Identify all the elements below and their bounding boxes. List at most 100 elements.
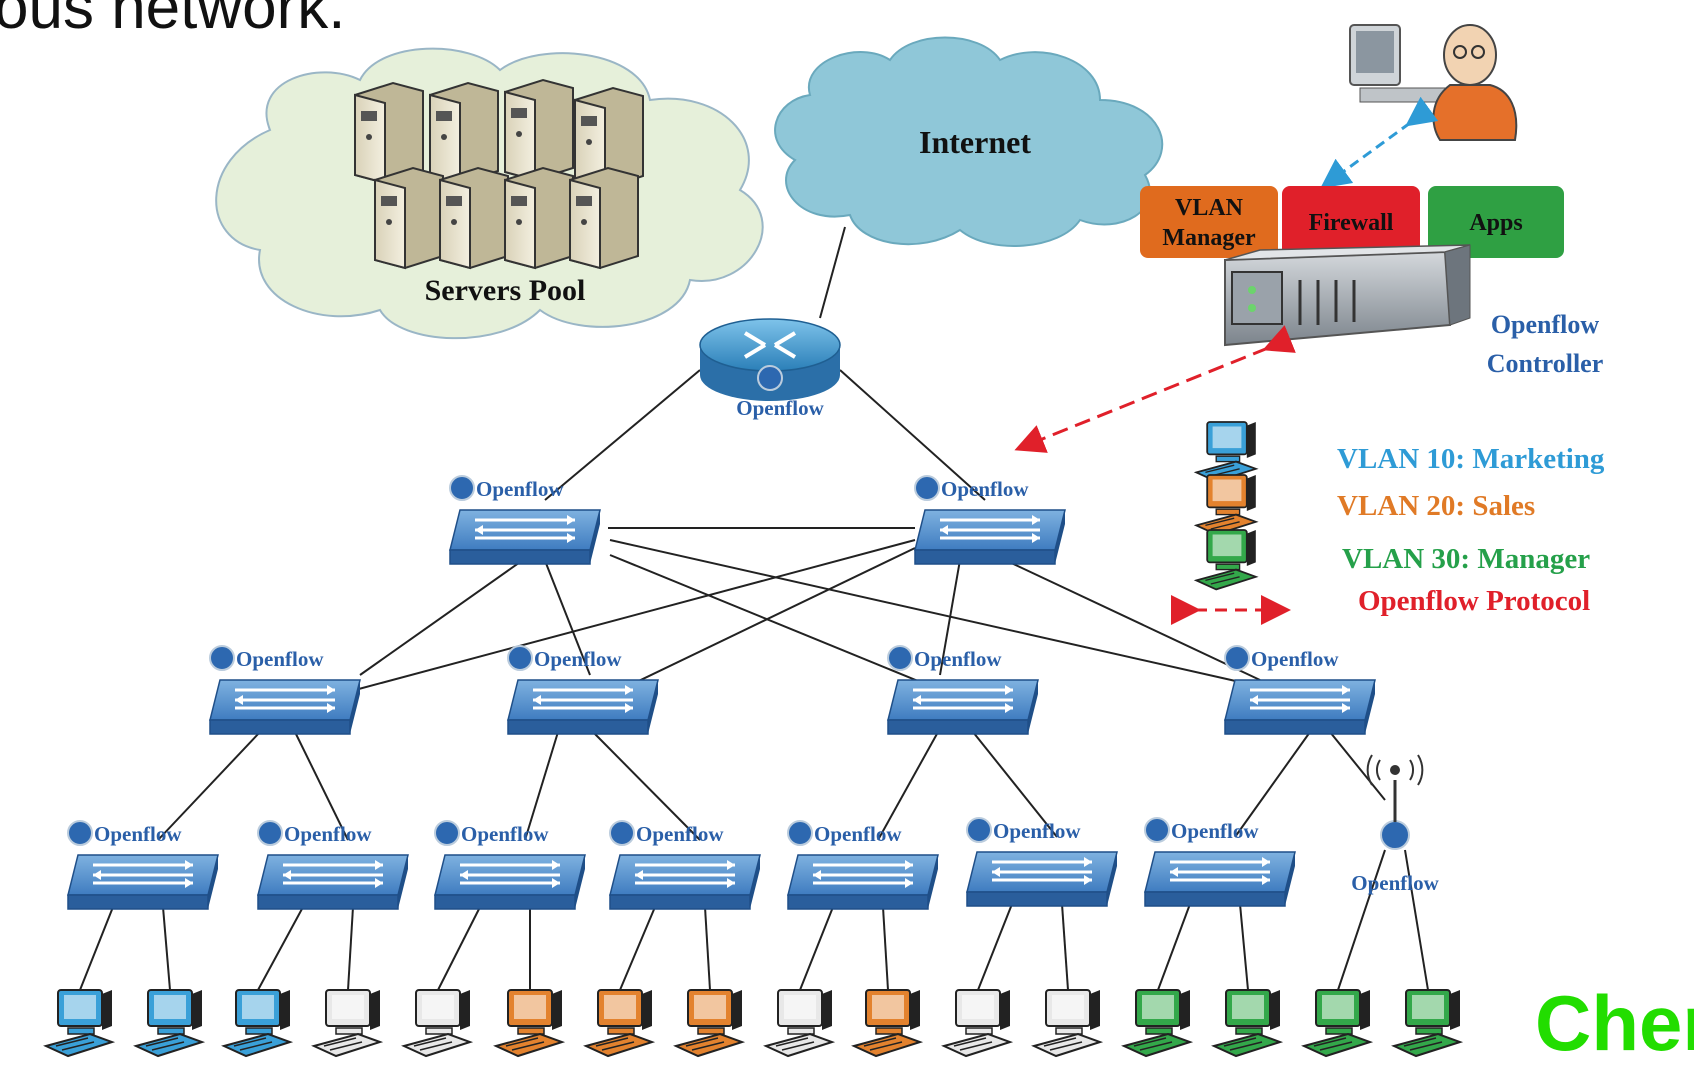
openflow-switch: Openflow	[434, 820, 586, 910]
pc-icon	[43, 989, 116, 1058]
switch-openflow-label: Openflow	[636, 822, 724, 846]
vlan-manager-module: VLAN Manager	[1140, 186, 1278, 258]
openflow-logo-icon	[966, 817, 992, 843]
controller-label-line2: Controller	[1487, 349, 1604, 378]
openflow-logo-icon	[1380, 820, 1410, 850]
openflow-switch: Openflow	[966, 817, 1118, 907]
server-icon	[374, 166, 444, 270]
firewall-label: Firewall	[1309, 210, 1394, 236]
openflow-logo-icon	[449, 475, 475, 501]
openflow-switch: Openflow	[787, 820, 939, 910]
pc-icon	[311, 989, 384, 1058]
servers-pool-cloud: Servers Pool	[215, 47, 764, 340]
pc-icon	[401, 989, 474, 1058]
router-openflow-label: Openflow	[736, 396, 824, 420]
switch-openflow-label: Openflow	[534, 647, 622, 671]
firewall-module: Firewall	[1282, 186, 1420, 258]
pc-icon	[1031, 989, 1104, 1058]
openflow-logo-icon	[209, 645, 235, 671]
pc-layer	[43, 989, 1464, 1058]
switch-openflow-label: Openflow	[461, 822, 549, 846]
vlan-manager-label-line2: Manager	[1162, 225, 1256, 251]
openflow-switch: Openflow	[257, 820, 409, 910]
pc-icon	[1193, 529, 1259, 591]
openflow-logo-icon	[887, 645, 913, 671]
pc-icon	[1193, 421, 1259, 483]
pc-icon	[1301, 989, 1374, 1058]
administrator-user-icon	[1340, 10, 1520, 141]
openflow-logo-icon	[257, 820, 283, 846]
openflow-switch: Openflow	[449, 475, 601, 565]
legend-pc-icons	[1193, 421, 1259, 591]
pc-icon	[1193, 474, 1259, 536]
pc-icon	[1121, 989, 1194, 1058]
openflow-logo-icon	[1224, 645, 1250, 671]
legend-vlan30-label: VLAN 30: Manager	[1342, 543, 1590, 575]
openflow-logo-icon	[1144, 817, 1170, 843]
pc-icon	[673, 989, 746, 1058]
server-icon	[569, 166, 639, 270]
internet-label: Internet	[919, 124, 1031, 160]
switch-openflow-label: Openflow	[914, 647, 1002, 671]
openflow-switch: Openflow	[914, 475, 1066, 565]
admin-link	[1320, 96, 1439, 189]
ap-openflow-label: Openflow	[1351, 871, 1439, 895]
openflow-router: Openflow	[699, 318, 841, 420]
openflow-switch: Openflow	[1144, 817, 1296, 907]
pc-icon	[851, 989, 924, 1058]
switch-openflow-label: Openflow	[941, 477, 1029, 501]
server-icon	[439, 166, 509, 270]
controller-label-line1: Openflow	[1491, 310, 1600, 339]
switch-openflow-label: Openflow	[284, 822, 372, 846]
pc-icon	[941, 989, 1014, 1058]
openflow-logo-icon	[757, 365, 783, 391]
server-icon	[504, 166, 574, 270]
header-fragment: ous network.	[0, 0, 346, 42]
controller-modules: VLAN Manager Firewall Apps	[1140, 186, 1564, 258]
apps-label: Apps	[1469, 210, 1522, 236]
switch-openflow-label: Openflow	[1171, 819, 1259, 843]
server-icon	[429, 81, 499, 185]
pc-icon	[1211, 989, 1284, 1058]
openflow-protocol-link	[1014, 325, 1296, 453]
openflow-logo-icon	[67, 820, 93, 846]
openflow-logo-icon	[609, 820, 635, 846]
legend: VLAN 10: Marketing VLAN 20: Sales VLAN 3…	[1171, 421, 1605, 625]
vlan-manager-label-line1: VLAN	[1175, 195, 1244, 221]
switch-openflow-label: Openflow	[814, 822, 902, 846]
switch-openflow-label: Openflow	[94, 822, 182, 846]
openflow-switch: Openflow	[209, 645, 361, 735]
corner-text-fragment: Cher	[1535, 979, 1694, 1067]
legend-vlan20-label: VLAN 20: Sales	[1337, 490, 1535, 522]
apps-module: Apps	[1428, 186, 1564, 258]
openflow-logo-icon	[914, 475, 940, 501]
pc-icon	[221, 989, 294, 1058]
internet-cloud: Internet	[774, 36, 1164, 247]
legend-vlan10-label: VLAN 10: Marketing	[1337, 443, 1605, 475]
openflow-switch: Openflow	[609, 820, 761, 910]
pc-icon	[763, 989, 836, 1058]
pc-icon	[1391, 989, 1464, 1058]
server-stack-icons	[354, 78, 644, 270]
openflow-switch: Openflow	[67, 820, 219, 910]
switch-openflow-label: Openflow	[1251, 647, 1339, 671]
pc-icon	[583, 989, 656, 1058]
openflow-logo-icon	[507, 645, 533, 671]
servers-pool-label: Servers Pool	[425, 274, 586, 307]
server-icon	[504, 78, 574, 182]
controller-server-icon	[1224, 244, 1471, 347]
openflow-logo-icon	[434, 820, 460, 846]
openflow-logo-icon	[787, 820, 813, 846]
openflow-switch: Openflow	[507, 645, 659, 735]
switch-openflow-label: Openflow	[993, 819, 1081, 843]
switch-openflow-label: Openflow	[236, 647, 324, 671]
legend-protocol-label: Openflow Protocol	[1358, 585, 1590, 617]
openflow-switch: Openflow	[887, 645, 1039, 735]
wireless-access-point: Openflow	[1351, 754, 1440, 895]
switch-openflow-label: Openflow	[476, 477, 564, 501]
pc-icon	[493, 989, 566, 1058]
pc-icon	[133, 989, 206, 1058]
connection-lines	[79, 226, 1429, 991]
